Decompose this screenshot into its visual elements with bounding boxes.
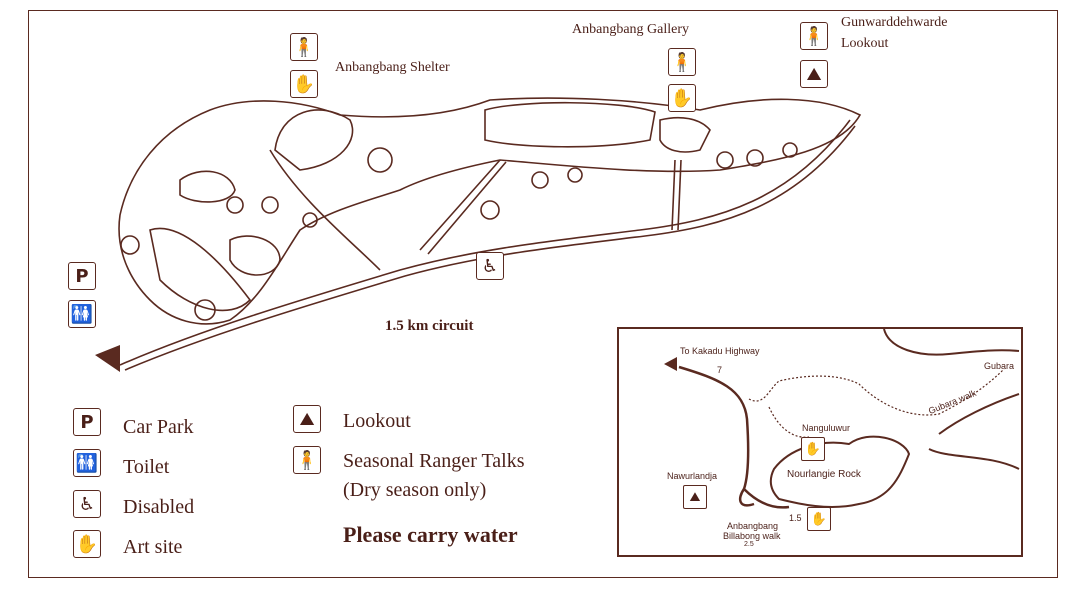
toilet-icon: 🚻 (68, 300, 96, 328)
inset-label-highway-km: 7 (717, 365, 723, 375)
wheelchair-icon: ♿ (73, 490, 101, 518)
hand-art-icon: ✋ (73, 530, 101, 558)
inset-escarpment (928, 393, 1020, 470)
walking-track (119, 119, 851, 366)
ranger-icon: 🧍 (290, 33, 318, 61)
tree (716, 151, 734, 169)
locality-inset-map: To Kakadu Highway 7 Gubara Gubara walk N… (617, 327, 1023, 557)
inset-direction-arrow (664, 357, 677, 371)
wheelchair-icon: ♿ (476, 252, 504, 280)
direction-arrow (95, 345, 120, 372)
rock-boulder (179, 170, 236, 203)
inset-label-circuit-km: 1.5 (789, 513, 802, 523)
inset-nourlangie-rock-outline (769, 435, 911, 508)
tree (531, 171, 549, 189)
label-anbangbang-gallery: Anbangbang Gallery (572, 22, 690, 37)
tree (782, 142, 798, 158)
parking-icon: P (73, 408, 101, 436)
hand-art-icon: ✋ (807, 507, 831, 531)
tree (120, 235, 140, 255)
parking-icon: P (68, 262, 96, 290)
lookout-icon: ⛰ (683, 485, 707, 509)
label-anbangbang-shelter: Anbangbang Shelter (335, 60, 450, 75)
legend-ranger-talks: Seasonal Ranger Talks (343, 450, 525, 472)
hand-art-icon: ✋ (290, 70, 318, 98)
rock-boulder (149, 227, 252, 312)
legend-disabled: Disabled (123, 496, 195, 518)
label-circuit-length: 1.5 km circuit (385, 318, 474, 334)
legend-ranger-note: (Dry season only) (343, 479, 487, 501)
inset-label-highway: To Kakadu Highway (680, 346, 760, 356)
walking-track (671, 159, 682, 231)
inset-escarpment (883, 329, 1020, 356)
inset-road (738, 488, 755, 507)
map-frame (28, 10, 1058, 578)
ranger-icon: 🧍 (668, 48, 696, 76)
inset-label-billabong-2: Billabong walk (723, 531, 781, 541)
lookout-icon: ⛰ (800, 60, 828, 88)
legend-car-park: Car Park (123, 416, 194, 438)
tree (480, 200, 500, 220)
tree (746, 149, 764, 167)
inset-label-gubara: Gubara (984, 361, 1015, 371)
ranger-icon: 🧍 (800, 22, 828, 50)
rock-boulder (274, 109, 354, 171)
inset-label-nawurlandja: Nawurlandja (667, 471, 718, 481)
inset-label-billabong-1: Anbangbang (727, 521, 779, 531)
tree (226, 196, 244, 214)
tree (302, 212, 318, 228)
walking-track (124, 125, 856, 371)
rock-boulder (484, 101, 656, 148)
ranger-icon: 🧍 (293, 446, 321, 474)
inset-label-nanguluwur: Nanguluwur (802, 423, 851, 433)
inset-gubara-walk-trail (748, 368, 1005, 416)
tree (261, 196, 279, 214)
toilet-icon: 🚻 (73, 449, 101, 477)
tree (194, 299, 216, 321)
hand-art-icon: ✋ (801, 437, 825, 461)
legend-toilet: Toilet (123, 456, 170, 478)
notice-carry-water: Please carry water (343, 522, 518, 547)
lookout-icon: ⛰ (293, 405, 321, 433)
legend-art-site: Art site (123, 536, 183, 558)
label-lookout-name: Gunwarddehwarde (841, 15, 948, 30)
walking-track (419, 159, 507, 255)
label-lookout-word: Lookout (841, 36, 889, 51)
tree (367, 147, 393, 173)
inset-drawing (664, 329, 1020, 509)
tree (567, 167, 583, 183)
rock-boulder (659, 116, 711, 153)
hand-art-icon: ✋ (668, 84, 696, 112)
walking-track (269, 149, 381, 271)
inset-label-billabong-km: 2.5 (744, 541, 754, 548)
legend-lookout: Lookout (343, 410, 411, 432)
inset-label-nourlangie-rock: Nourlangie Rock (787, 469, 861, 480)
inset-road (678, 365, 790, 509)
rock-boulder (229, 235, 281, 276)
